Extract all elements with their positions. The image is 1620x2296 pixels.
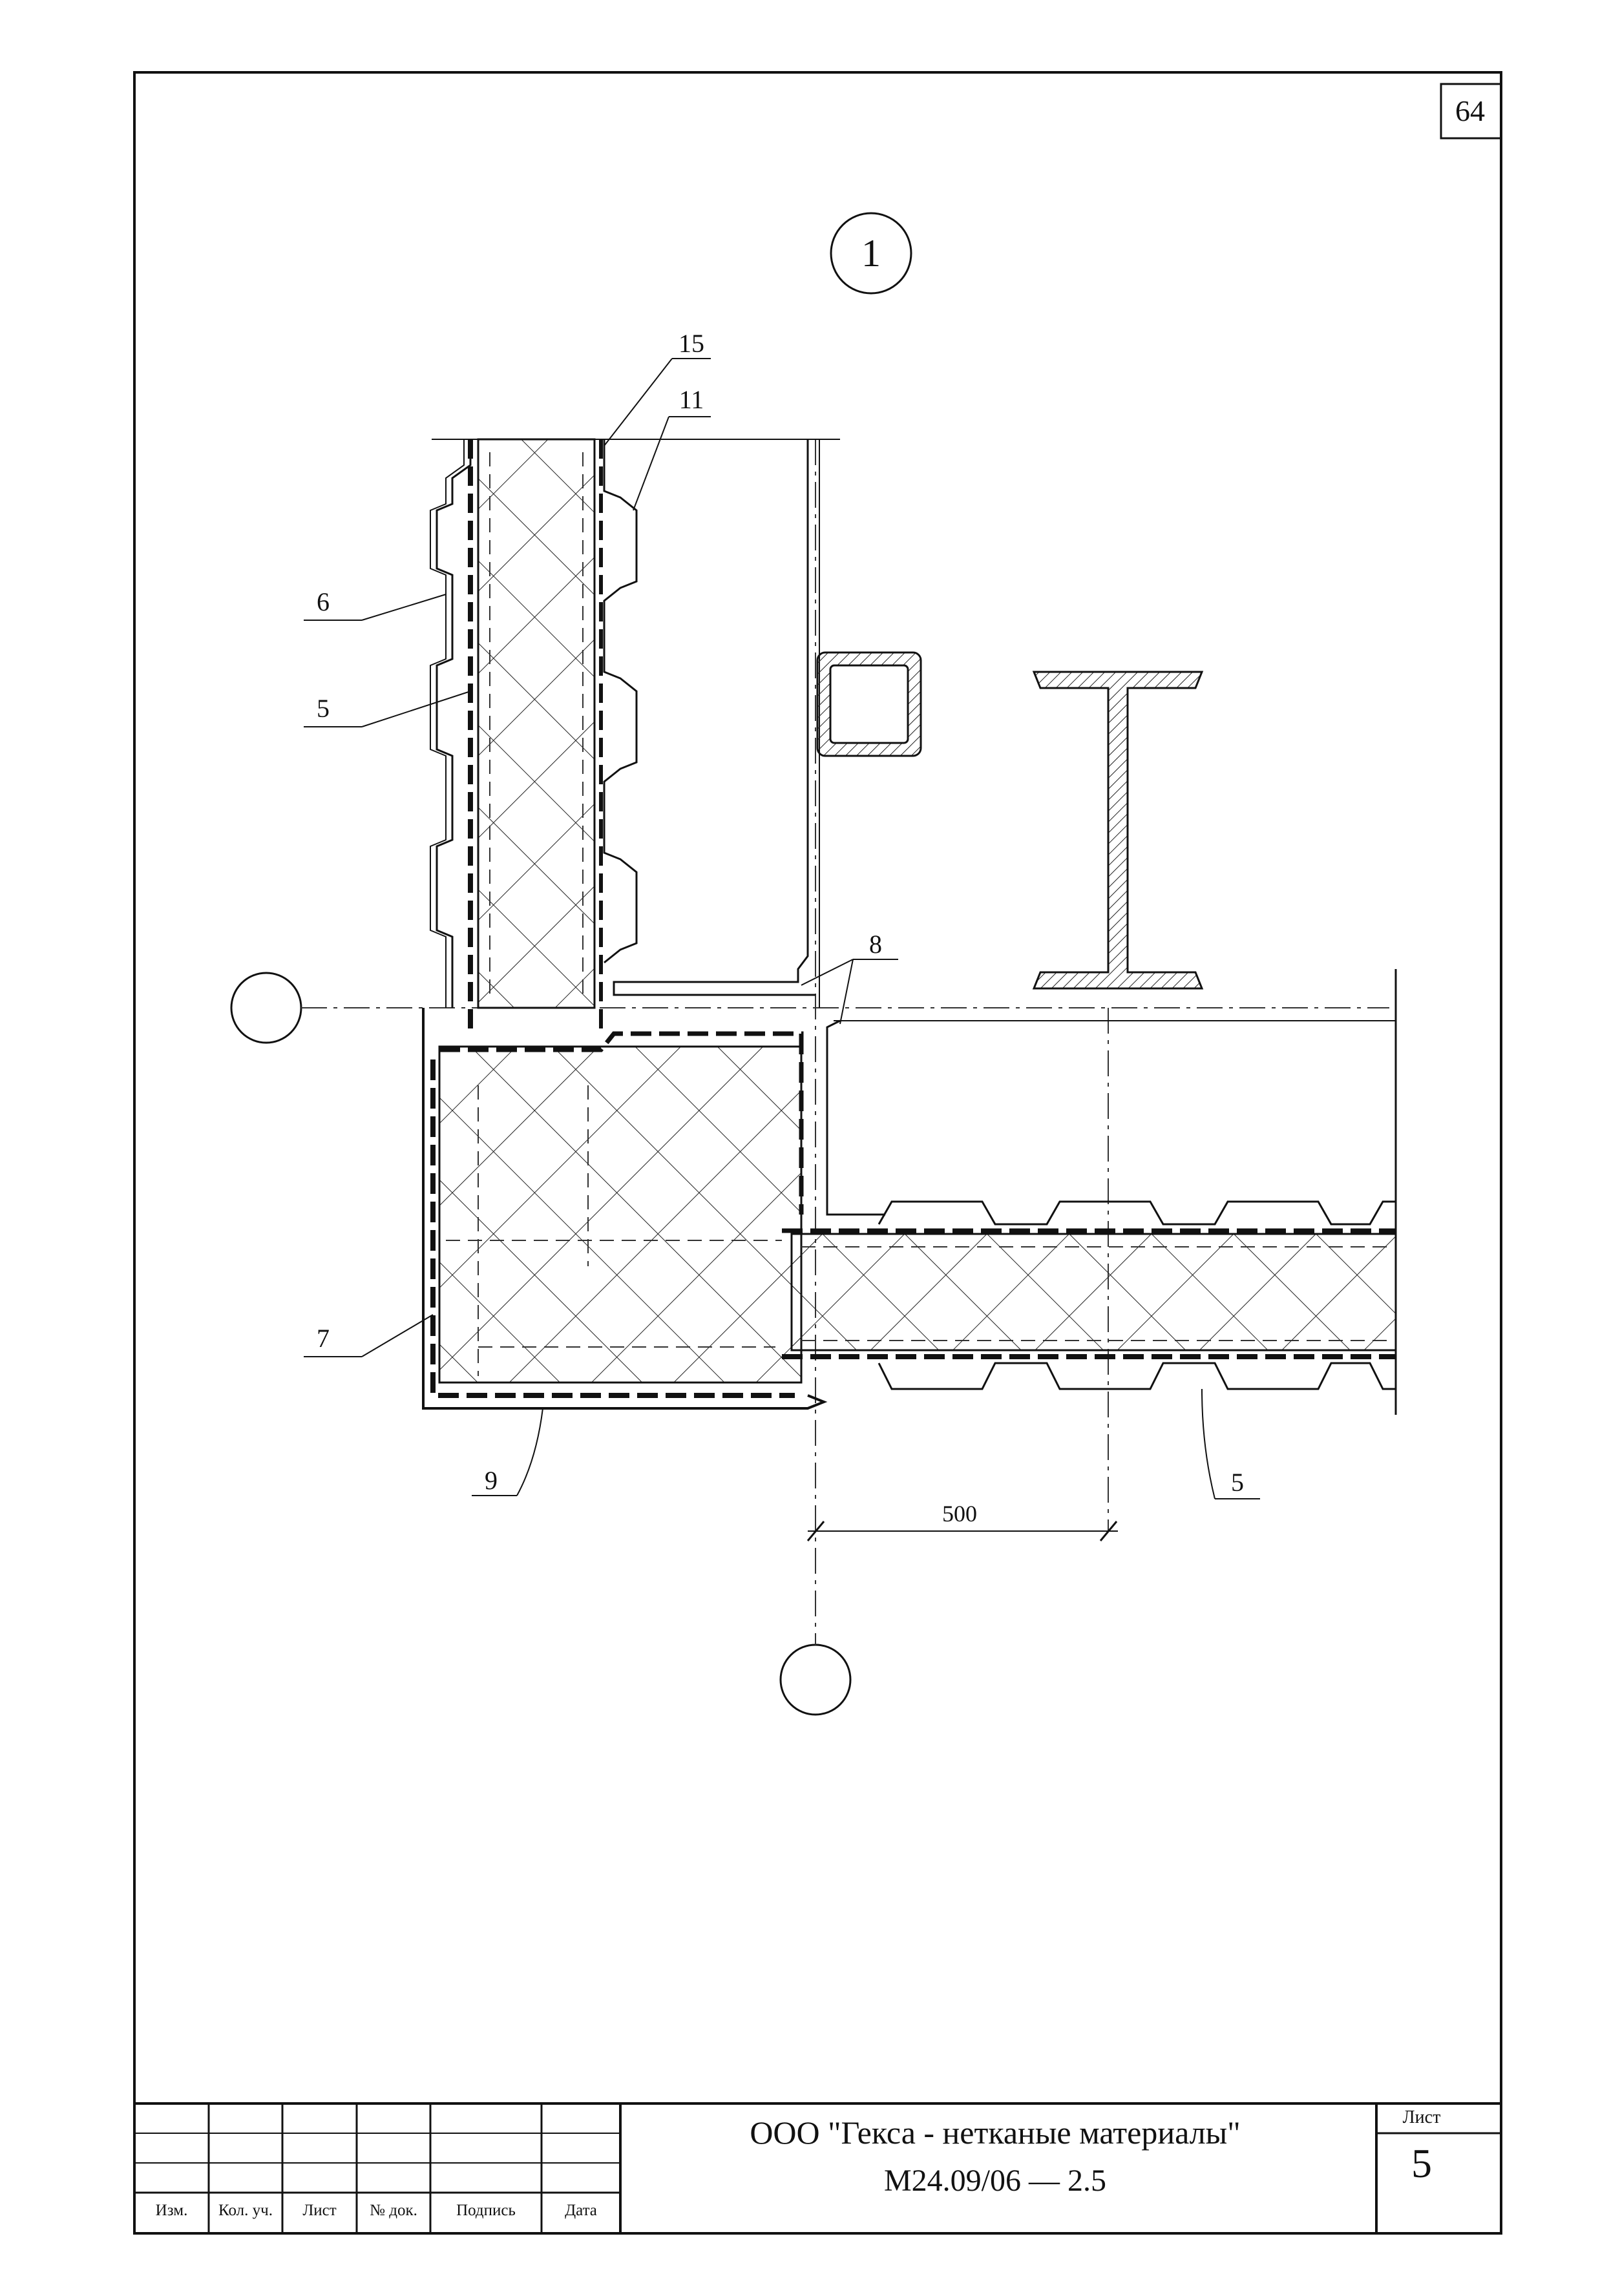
inner-corrugated-sheet <box>603 439 638 964</box>
dimension-tick-right <box>1099 1521 1118 1541</box>
right-bracket <box>826 1019 885 1216</box>
leader-8-arrow-a <box>801 959 854 986</box>
callout-6: 6 <box>317 587 330 616</box>
title-block-grid <box>134 2102 1501 2233</box>
dimension-tick-left <box>806 1521 825 1541</box>
axis-circle-vertical <box>779 1644 852 1716</box>
title-block-col-signature: Подпись <box>456 2202 516 2219</box>
callout-8: 8 <box>869 930 882 959</box>
i-beam <box>1032 671 1204 990</box>
leader-15-arrow <box>604 358 673 446</box>
title-block-document-code: М24.09/06 — 2.5 <box>883 2164 1106 2198</box>
callout-5-bottom: 5 <box>1231 1468 1244 1497</box>
title-block-col-date: Дата <box>565 2202 597 2219</box>
corner-flashing-outer <box>422 1008 828 1410</box>
leader-8-arrow-b <box>839 959 854 1025</box>
axis-circle-horizontal <box>230 972 302 1044</box>
callout-9: 9 <box>485 1466 498 1495</box>
square-tube-hollow <box>829 664 909 744</box>
node-mark-circle <box>830 212 912 295</box>
leader-5-top-arrow <box>361 691 471 727</box>
title-block-col-izm: Изм. <box>155 2202 188 2219</box>
steel-column <box>613 439 815 996</box>
title-block-sheet-label: Лист <box>1402 2107 1441 2127</box>
outer-corrugated-sheet-left <box>436 439 472 1008</box>
leader-9-arrow <box>516 1408 543 1496</box>
sheet-number: 64 <box>1455 94 1485 127</box>
dimension-value: 500 <box>942 1501 977 1527</box>
title-block-col-kol-uch: Кол. уч. <box>218 2202 273 2219</box>
sheet-number-box <box>1440 83 1502 140</box>
sheet-frame <box>133 71 1502 2235</box>
title-block-sheet-value: 5 <box>1411 2140 1432 2186</box>
leader-11-arrow <box>633 416 669 511</box>
corner-membrane <box>430 1059 795 1398</box>
title-block-col-list: Лист <box>302 2202 337 2219</box>
callout-5-top: 5 <box>317 694 330 723</box>
node-mark-label: 1 <box>861 232 881 275</box>
title-block-col-doc: № док. <box>370 2202 417 2219</box>
horizontal-panel-top-corrugation <box>878 1200 1396 1226</box>
title-block-organization: ООО "Гекса - нетканые материалы" <box>750 2114 1241 2151</box>
callout-7: 7 <box>317 1324 330 1353</box>
leader-6-arrow <box>361 594 447 621</box>
callout-15: 15 <box>679 329 704 358</box>
corner-top-membrane <box>439 1031 804 1215</box>
wall-panel-insulation <box>477 438 596 1009</box>
horizontal-panel-insulation <box>790 1233 1397 1352</box>
leader-7-arrow <box>361 1314 434 1357</box>
callout-11: 11 <box>679 385 704 414</box>
horizontal-panel-bottom-corrugation <box>878 1362 1396 1390</box>
corner-insulation-block <box>438 1045 803 1384</box>
outer-corrugated-sheet-left-inner <box>430 439 465 1008</box>
leader-5-bottom-arrow <box>1201 1388 1215 1499</box>
